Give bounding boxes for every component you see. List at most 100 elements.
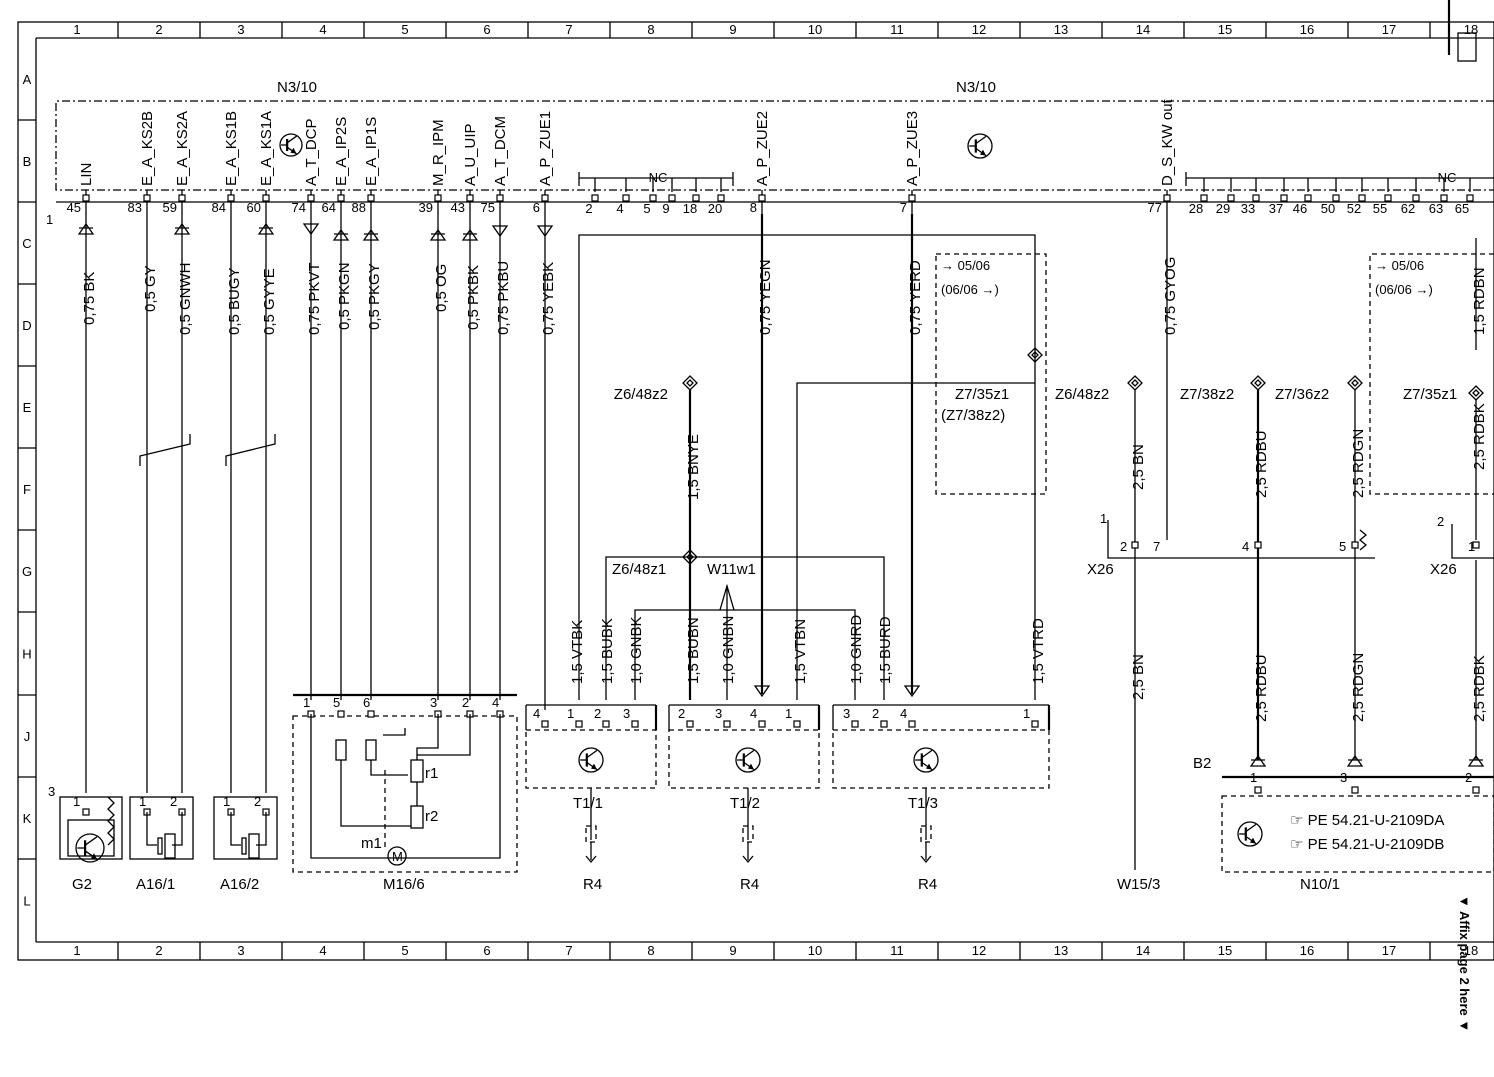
pin-label: 2 (1465, 770, 1472, 785)
m16-6-wire (370, 760, 408, 776)
component-label: r1 (425, 765, 438, 782)
component-label: G2 (72, 876, 92, 893)
ref-label: (06/06 →) (941, 282, 999, 297)
ecu-signal-label: A_P_ZUE2 (754, 111, 771, 186)
component-label: R4 (740, 876, 759, 893)
nc-pin-terminal (1384, 194, 1392, 202)
nc-label-2: NC (1438, 170, 1457, 185)
column-number-bottom: 12 (972, 943, 986, 958)
r2-resistor (410, 805, 424, 829)
ecu-pin-terminal (434, 194, 442, 202)
splice-label: Z6/48z2 (1055, 386, 1109, 403)
t1-2-pin (793, 720, 801, 728)
ecu-pin-number: 7 (900, 200, 907, 215)
b2-pin (1472, 786, 1480, 794)
component-label: T1/3 (908, 795, 938, 812)
column-number-top: 1 (73, 22, 80, 37)
ecu-signal-label: LIN (78, 163, 95, 186)
t1-1-pin (631, 720, 639, 728)
row-letter: E (23, 400, 32, 415)
m16-6-wire (340, 760, 411, 827)
t1-3-pin (1031, 720, 1039, 728)
row-letter: B (23, 154, 32, 169)
wire-label: 1,0 GNBN (720, 616, 737, 684)
wire-label: 2,5 BN (1130, 444, 1147, 490)
nc-pin-terminal (1358, 194, 1366, 202)
pin-label: 1 (1250, 770, 1257, 785)
ref-label: → 05/06 (1375, 258, 1424, 273)
splice-label: Z7/35z1 (1403, 386, 1457, 403)
ecu-signal-label: D_S_KW out (1159, 98, 1176, 186)
ecu-signal-label: A_P_ZUE3 (904, 111, 921, 186)
g2-inner-box (67, 819, 115, 857)
column-number-bottom: 10 (808, 943, 822, 958)
nc-pin-number: 52 (1347, 201, 1361, 216)
wire-label: 0,75 YERD (907, 260, 924, 335)
nc-pin-terminal (1200, 194, 1208, 202)
m16-6-wire (417, 714, 471, 756)
nc-label-1: NC (649, 170, 668, 185)
t1-2-pin (758, 720, 766, 728)
wire-label: 2,5 RDBU (1253, 430, 1270, 498)
pin-label: 1 (139, 794, 146, 809)
component-label: N10/1 (1300, 876, 1340, 893)
wire-label: 1,0 GNRD (848, 615, 865, 684)
pin-label: 4 (750, 706, 757, 721)
g2-sensor-icon (75, 833, 105, 863)
ecu-pin-number: 77 (1148, 200, 1162, 215)
ecu-signal-label: E_A_KS2B (139, 111, 156, 186)
wire-label: 0,75 BK (81, 272, 98, 325)
pin-label: 2 (1120, 539, 1127, 554)
ecu-transistor-icon-left (279, 133, 303, 157)
t1-2-outline (668, 729, 820, 789)
t1-2-pin (723, 720, 731, 728)
m16-6-pin (367, 710, 375, 718)
column-number-top: 13 (1054, 22, 1068, 37)
column-number-bottom: 4 (319, 943, 326, 958)
column-number-bottom: 1 (73, 943, 80, 958)
t1-1-transistor-icon (578, 747, 604, 773)
nc-pin-number: 33 (1241, 201, 1255, 216)
pin-label: 4 (1242, 539, 1249, 554)
column-number-bottom: 13 (1054, 943, 1068, 958)
row-letter: G (22, 564, 32, 579)
ecu-pin-number: 74 (292, 200, 306, 215)
a16-1-outline (129, 796, 194, 860)
splice-dot (1031, 351, 1039, 359)
pin-label: 2 (462, 695, 469, 710)
ecu-pin-terminal (1163, 194, 1171, 202)
wire-label: 1,5 VTBK (569, 620, 586, 684)
wire-vt-loop (578, 234, 1036, 700)
arrow-down-icon (903, 685, 921, 698)
ecu-pin-number: 75 (481, 200, 495, 215)
ecu-signal-label: E_A_KS1B (223, 111, 240, 186)
nc-pin-number: 62 (1401, 201, 1415, 216)
ecu-pin-terminal (307, 194, 315, 202)
arrow-down-icon (536, 225, 554, 238)
ecu-pin-number: 43 (451, 200, 465, 215)
wire-label: 0,75 YEGN (757, 259, 774, 335)
column-number-top: 8 (647, 22, 654, 37)
wire-label: 1,0 GNBK (628, 616, 645, 684)
pin-label: 3 (623, 706, 630, 721)
pin-label: 2 (594, 706, 601, 721)
nc-pin-number: 18 (683, 201, 697, 216)
ecu-signal-label: E_A_KS2A (174, 111, 191, 186)
ecu-dashed-outline (55, 100, 1494, 191)
nc-pin-number: 29 (1216, 201, 1230, 216)
r1-resistor (410, 759, 424, 783)
wire-label: 0,5 GY (142, 265, 159, 312)
row-letter: C (22, 236, 31, 251)
ecu-signal-label: E_A_IP2S (333, 117, 350, 186)
splice-label: W11w1 (707, 561, 756, 578)
m16-6-pin (337, 710, 345, 718)
x26-pin (1254, 541, 1262, 549)
outer-frame (17, 21, 1494, 961)
n10-1-transistor-icon (1237, 821, 1263, 847)
x26-pin (1351, 541, 1359, 549)
column-number-top: 18 (1464, 22, 1478, 37)
pin-label: 3 (843, 706, 850, 721)
shield-break-1 (139, 434, 191, 466)
component-label: R4 (583, 876, 602, 893)
